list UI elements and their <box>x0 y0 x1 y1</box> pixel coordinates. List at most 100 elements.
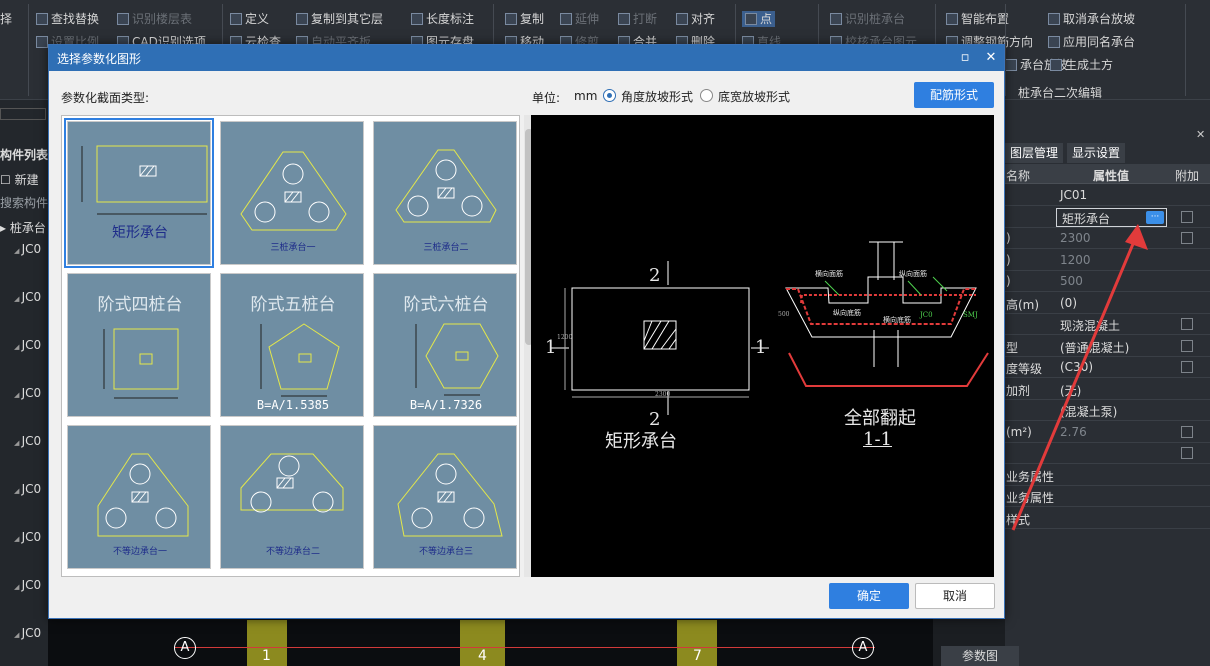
ellipsis-button[interactable]: ··· <box>1146 210 1164 224</box>
shape-thumbnail[interactable]: 不等边承台一 <box>67 425 211 569</box>
shape-thumbnail[interactable]: 不等边承台三 <box>373 425 517 569</box>
gallery-scrollbar[interactable] <box>524 115 534 577</box>
shape-thumbnail[interactable]: 不等边承台二 <box>220 425 364 569</box>
component-list-tab[interactable]: 构件列表 <box>0 148 49 162</box>
tab-layer-management[interactable]: 图层管理 <box>1005 143 1064 163</box>
extra-checkbox[interactable] <box>1181 447 1193 459</box>
property-row[interactable]: )500 <box>1005 271 1210 292</box>
property-row[interactable]: 业务属性 <box>1005 465 1210 486</box>
ribbon-button[interactable]: 打断 <box>618 11 657 27</box>
property-row[interactable]: 加剂(无) <box>1005 379 1210 400</box>
tree-arrow-icon: ◢ <box>14 631 22 639</box>
ribbon-button[interactable]: 定义 <box>230 11 269 27</box>
tool-icon <box>1048 36 1060 48</box>
shape-thumbnail[interactable]: 阶式四桩台 <box>67 273 211 417</box>
tree-arrow-icon: ◢ <box>14 535 22 543</box>
property-table-header: 名称 属性值 附加 <box>1005 164 1210 184</box>
tree-item[interactable]: ◢ JC0 <box>14 242 41 256</box>
shape-thumbnail[interactable]: 三桩承台二 <box>373 121 517 265</box>
property-row[interactable] <box>1005 443 1210 464</box>
extra-checkbox[interactable] <box>1181 210 1193 223</box>
rebar-form-button[interactable]: 配筋形式 <box>914 82 994 108</box>
extra-checkbox[interactable] <box>1181 425 1193 438</box>
ribbon-button[interactable]: 长度标注 <box>411 11 474 27</box>
ribbon-button[interactable]: 查找替换 <box>36 11 99 27</box>
tree-item[interactable]: ◢ JC0 <box>14 626 41 640</box>
ok-button[interactable]: 确定 <box>829 583 909 609</box>
tree-item[interactable]: ◢ JC0 <box>14 386 41 400</box>
property-row[interactable]: 样式 <box>1005 508 1210 529</box>
selected-value-box[interactable]: ··· <box>1056 207 1167 227</box>
floor-select[interactable] <box>0 108 46 120</box>
new-component-button[interactable]: ☐ 新建 <box>0 173 39 187</box>
property-row[interactable]: (m²)2.76 <box>1005 422 1210 443</box>
property-name: 型 <box>1006 340 1019 355</box>
cancel-button[interactable]: 取消 <box>915 583 995 609</box>
property-row[interactable]: 现浇混凝土 <box>1005 314 1210 335</box>
ribbon-button[interactable]: 复制 <box>505 11 544 27</box>
extra-checkbox[interactable] <box>1181 361 1193 373</box>
radio-angle-slope-label[interactable]: 角度放坡形式 <box>621 90 694 104</box>
property-value[interactable]: 现浇混凝土 <box>1060 319 1121 333</box>
radio-bottom-width-slope-label[interactable]: 底宽放坡形式 <box>718 90 791 104</box>
property-value[interactable]: 2300 <box>1060 231 1091 245</box>
scrollbar-thumb[interactable] <box>525 129 533 345</box>
property-value[interactable]: JC01 <box>1060 188 1088 202</box>
property-value[interactable]: 500 <box>1060 274 1083 288</box>
shape-thumbnail[interactable]: 矩形承台 <box>64 118 214 268</box>
tab-parameter-figure[interactable]: 参数图 <box>941 646 1019 666</box>
ribbon-button[interactable]: 延伸 <box>560 11 599 27</box>
property-row[interactable]: 高(m)(0) <box>1005 293 1210 314</box>
ribbon-button[interactable]: 点 <box>742 11 776 27</box>
property-value[interactable]: 矩形承台 <box>1062 211 1111 226</box>
property-row[interactable]: JC01 <box>1005 185 1210 206</box>
tab-display-settings[interactable]: 显示设置 <box>1067 143 1126 163</box>
property-value[interactable]: (C30) <box>1060 360 1094 374</box>
tree-root-pile-cap[interactable]: ▸ 桩承台 <box>0 221 46 235</box>
ribbon-button[interactable]: 识别楼层表 <box>117 11 192 27</box>
ribbon-button[interactable]: 识别桩承台 <box>830 11 905 27</box>
tree-item[interactable]: ◢ JC0 <box>14 482 41 496</box>
tree-item[interactable]: ◢ JC0 <box>14 530 41 544</box>
extra-checkbox[interactable] <box>1181 318 1193 330</box>
close-icon[interactable]: ✕ <box>1196 128 1206 141</box>
property-row[interactable]: (混凝土泵) <box>1005 400 1210 421</box>
extra-checkbox[interactable] <box>1181 232 1193 244</box>
property-row[interactable]: )2300 <box>1005 228 1210 249</box>
extra-checkbox[interactable] <box>1181 339 1193 352</box>
property-value[interactable]: (无) <box>1060 383 1082 398</box>
property-value[interactable]: 2.76 <box>1060 424 1087 439</box>
maximize-icon[interactable]: ▫ <box>960 50 970 65</box>
property-row[interactable]: 业务属性 <box>1005 486 1210 507</box>
ribbon-button[interactable]: 复制到其它层 <box>296 11 383 27</box>
ribbon-button[interactable]: 对齐 <box>676 11 715 27</box>
ribbon-button[interactable]: 智能布置 <box>946 11 1009 27</box>
tree-item[interactable]: ◢ JC0 <box>14 338 41 352</box>
tree-item[interactable]: ◢ JC0 <box>14 578 41 592</box>
radio-angle-slope[interactable] <box>603 89 616 102</box>
ribbon-button[interactable]: 择 <box>0 11 12 27</box>
property-value[interactable]: (普通混凝土) <box>1060 340 1130 355</box>
property-row[interactable]: 型 (普通混凝土) <box>1005 336 1210 357</box>
search-component-input[interactable]: 搜索构件... <box>0 196 60 210</box>
property-value[interactable]: (混凝土泵) <box>1060 405 1118 419</box>
dim-depth: 500 <box>778 311 790 318</box>
property-value[interactable]: 1200 <box>1060 252 1091 267</box>
property-value[interactable]: (0) <box>1060 295 1077 310</box>
section-mark-left: 1 <box>545 337 557 358</box>
shape-thumbnail[interactable]: 三桩承台一 <box>220 121 364 265</box>
tree-item[interactable]: ◢ JC0 <box>14 434 41 448</box>
plan-title: 矩形承台 <box>605 431 677 452</box>
ribbon-button[interactable]: 生成土方 <box>1050 57 1113 73</box>
property-row[interactable]: ··· 矩形承台 <box>1005 207 1210 228</box>
ribbon-button[interactable]: 取消承台放坡 <box>1048 11 1135 27</box>
ribbon-button[interactable]: 应用同名承台 <box>1048 34 1135 50</box>
property-row[interactable]: 度等级(C30) <box>1005 357 1210 378</box>
tree-item[interactable]: ◢ JC0 <box>14 290 41 304</box>
property-row[interactable]: )1200 <box>1005 250 1210 271</box>
close-icon[interactable]: ✕ <box>985 50 997 65</box>
radio-bottom-width-slope[interactable] <box>700 89 713 102</box>
